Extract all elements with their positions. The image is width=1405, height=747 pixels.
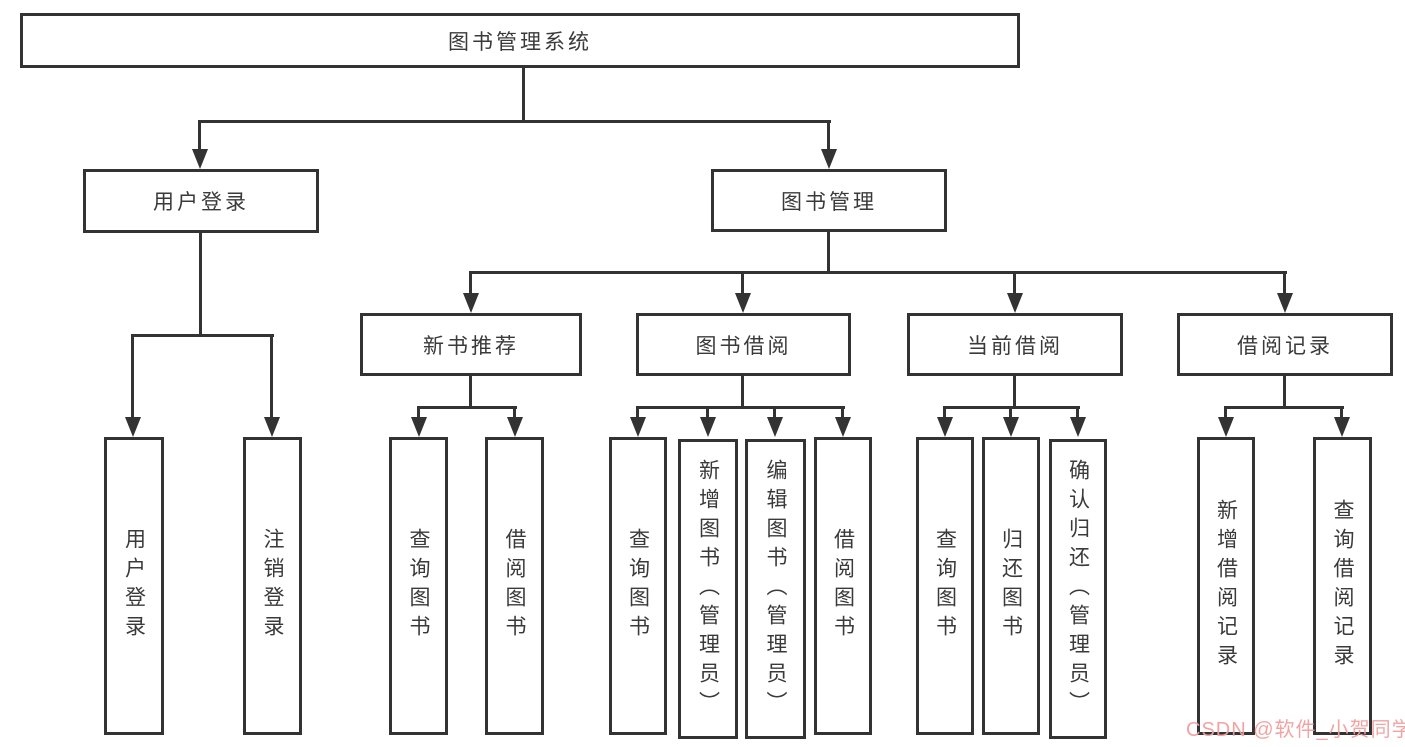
connector-line xyxy=(1224,406,1344,409)
leaf-add-book-admin: 新增图书（管理员） xyxy=(678,439,738,739)
arrow-down-icon xyxy=(1334,417,1350,437)
arrow-down-icon xyxy=(821,149,837,169)
leaf-label: 注销登录 xyxy=(261,528,284,644)
connector-line xyxy=(1009,406,1012,419)
connector-line xyxy=(469,271,472,295)
node-borrowing-records: 借阅记录 xyxy=(1177,313,1393,376)
leaf-label: 查询图书 xyxy=(933,528,957,644)
connector-line xyxy=(827,120,830,151)
connector-line xyxy=(199,120,831,123)
leaf-label: 新增借阅记录 xyxy=(1214,499,1238,673)
arrow-down-icon xyxy=(700,417,716,437)
node-book-management: 图书管理 xyxy=(711,169,947,232)
leaf-label: 借阅图书 xyxy=(831,528,855,644)
leaf-query-books: 查询图书 xyxy=(916,437,974,735)
leaf-label: 确认归还（管理员） xyxy=(1066,458,1090,720)
arrow-down-icon xyxy=(735,293,751,313)
leaf-borrow-books: 借阅图书 xyxy=(814,437,872,735)
connector-line xyxy=(827,232,830,274)
connector-line xyxy=(841,406,844,419)
leaf-add-borrow-record: 新增借阅记录 xyxy=(1197,437,1255,735)
leaf-confirm-return-admin: 确认归还（管理员） xyxy=(1049,439,1107,739)
leaf-borrow-books: 借阅图书 xyxy=(485,437,544,735)
leaf-label: 查询图书 xyxy=(626,528,650,644)
leaf-label: 借阅图书 xyxy=(503,528,526,644)
arrow-down-icon xyxy=(1277,293,1293,313)
arrow-down-icon xyxy=(1070,417,1086,437)
node-user-login: 用户登录 xyxy=(83,169,319,233)
leaf-label: 用户登录 xyxy=(122,528,146,644)
arrow-down-icon xyxy=(1218,417,1234,437)
connector-line xyxy=(470,271,1287,274)
leaf-logout: 注销登录 xyxy=(243,437,302,735)
connector-line xyxy=(773,406,776,419)
leaf-label: 查询图书 xyxy=(407,528,430,644)
connector-line xyxy=(1013,376,1016,409)
node-library-management-system: 图书管理系统 xyxy=(20,13,1020,68)
leaf-edit-book-admin: 编辑图书（管理员） xyxy=(745,439,806,739)
node-new-book-recommendation: 新书推荐 xyxy=(360,313,582,376)
connector-line xyxy=(636,406,845,409)
connector-line xyxy=(198,120,201,151)
connector-line xyxy=(417,406,517,409)
leaf-query-books: 查询图书 xyxy=(609,437,667,735)
arrow-down-icon xyxy=(125,417,141,437)
leaf-label: 编辑图书（管理员） xyxy=(764,458,787,720)
leaf-label: 新增图书（管理员） xyxy=(696,458,720,720)
connector-line xyxy=(741,376,744,409)
node-book-borrowing: 图书借阅 xyxy=(636,313,851,376)
connector-line xyxy=(1340,406,1343,419)
leaf-query-borrow-record: 查询借阅记录 xyxy=(1313,437,1372,735)
connector-line xyxy=(270,334,273,419)
arrow-down-icon xyxy=(937,417,953,437)
leaf-user-login: 用户登录 xyxy=(104,437,164,735)
connector-line xyxy=(417,406,420,419)
connector-line xyxy=(131,334,274,337)
connector-line xyxy=(522,68,525,122)
connector-line xyxy=(1013,271,1016,295)
connector-line xyxy=(1283,376,1286,409)
arrow-down-icon xyxy=(192,149,208,169)
leaf-return-books: 归还图书 xyxy=(982,437,1040,735)
arrow-down-icon xyxy=(463,293,479,313)
connector-line xyxy=(199,233,202,337)
connector-line xyxy=(131,334,134,419)
arrow-down-icon xyxy=(767,417,783,437)
connector-line xyxy=(943,406,946,419)
leaf-label: 查询借阅记录 xyxy=(1331,499,1354,673)
connector-line xyxy=(636,406,639,419)
connector-line xyxy=(1076,406,1079,419)
connector-line xyxy=(741,271,744,295)
connector-line xyxy=(469,376,472,409)
arrow-down-icon xyxy=(1003,417,1019,437)
leaf-label: 归还图书 xyxy=(999,528,1023,644)
arrow-down-icon xyxy=(507,417,523,437)
arrow-down-icon xyxy=(411,417,427,437)
connector-line xyxy=(1224,406,1227,419)
arrow-down-icon xyxy=(630,417,646,437)
arrow-down-icon xyxy=(835,417,851,437)
leaf-query-books: 查询图书 xyxy=(389,437,448,735)
connector-line xyxy=(706,406,709,419)
arrow-down-icon xyxy=(1007,293,1023,313)
node-current-borrowing: 当前借阅 xyxy=(907,313,1123,376)
csdn-watermark: CSDN @软件_小贺同学 xyxy=(1186,719,1405,741)
connector-line xyxy=(1283,271,1286,295)
connector-line xyxy=(513,406,516,419)
arrow-down-icon xyxy=(264,417,280,437)
